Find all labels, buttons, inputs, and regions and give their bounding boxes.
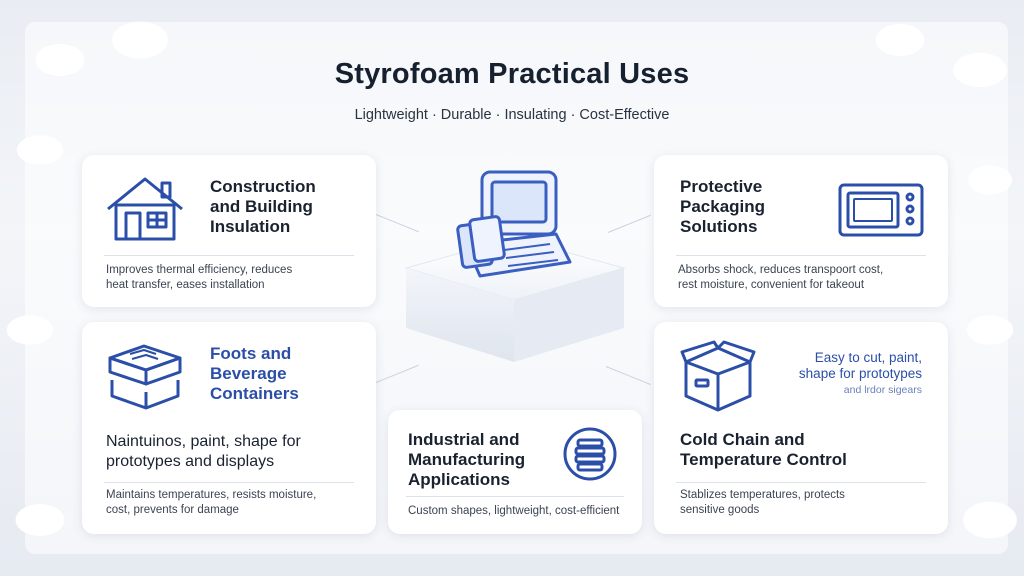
card-industrial: Industrial and Manufacturing Application… bbox=[388, 410, 642, 534]
divider bbox=[104, 482, 354, 483]
card-subtext: Naintuinos, paint, shape for prototypes … bbox=[106, 433, 301, 470]
card-heading: Foots and Beverage Containers bbox=[210, 344, 299, 403]
divider bbox=[676, 255, 926, 256]
box-icon bbox=[678, 340, 756, 412]
card-description: Custom shapes, lightweight, cost-efficie… bbox=[408, 505, 620, 517]
card-description: Maintains temperatures, resists moisture… bbox=[106, 489, 317, 516]
house-icon bbox=[104, 175, 186, 243]
card-description: Absorbs shock, reduces transpoort cost, … bbox=[678, 264, 884, 291]
card-packaging: Protective Packaging Solutions Absorbs s… bbox=[654, 155, 948, 307]
laptop-icon bbox=[446, 166, 578, 311]
card-description: Stablizes temperatures, protects sensiti… bbox=[680, 489, 845, 516]
page-subtitle: Lightweight · Durable · Insulating · Cos… bbox=[354, 107, 670, 123]
divider bbox=[104, 255, 354, 256]
card-heading: Construction and Building Insulation bbox=[210, 177, 316, 236]
card-heading: Protective Packaging Solutions bbox=[680, 177, 766, 236]
card-heading: Cold Chain and Temperature Control bbox=[680, 430, 847, 469]
container-icon bbox=[104, 340, 186, 412]
card-cold-chain: Easy to cut, paint, shape for prototypes… bbox=[654, 322, 948, 534]
divider bbox=[676, 482, 926, 483]
microwave-icon bbox=[836, 181, 926, 239]
divider bbox=[406, 496, 624, 497]
card-heading: Industrial and Manufacturing Application… bbox=[408, 430, 526, 489]
page-title: Styrofoam Practical Uses bbox=[334, 58, 690, 90]
card-note: Easy to cut, paint, shape for prototypes… bbox=[798, 350, 922, 396]
card-description: Improves thermal efficiency, reduces hea… bbox=[106, 264, 293, 291]
card-food-containers: Foots and Beverage Containers Naintuinos… bbox=[82, 322, 376, 534]
stack-icon bbox=[562, 426, 618, 482]
card-construction: Construction and Building Insulation Imp… bbox=[82, 155, 376, 307]
